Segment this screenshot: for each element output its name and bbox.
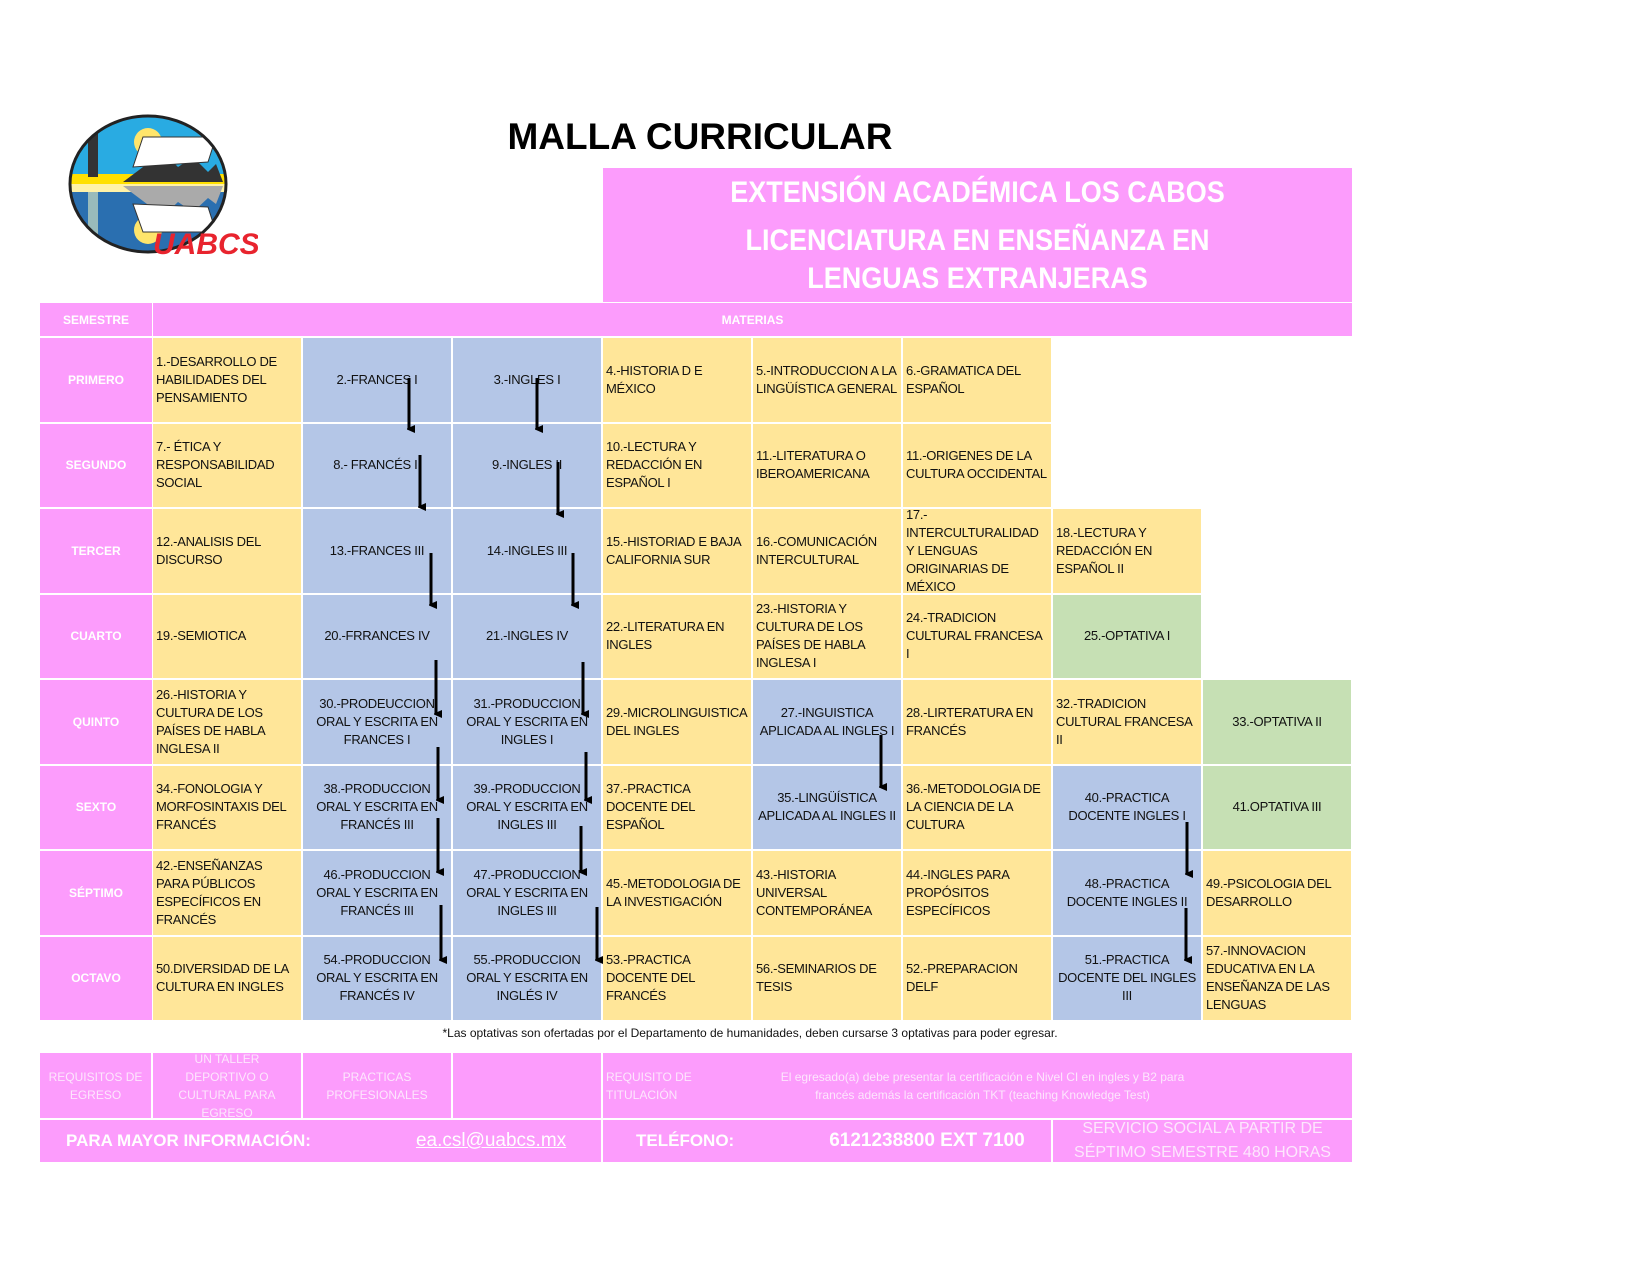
subject-cell: 23.-HISTORIA Y CULTURA DE LOS PAÍSES DE … [753, 594, 901, 678]
phone-cell: TELÉFONO: 6121238800 EXT 7100 [603, 1120, 1053, 1162]
uabcs-logo: UABCS [68, 114, 258, 261]
subject-cell: 17.-INTERCULTURALIDAD Y LENGUAS ORIGINAR… [903, 507, 1051, 594]
subject-cell: 3.-INGLES I [453, 338, 601, 422]
program-title: LICENCIATURA EN ENSEÑANZA EN LENGUAS EXT… [745, 224, 1210, 295]
info-label: PARA MAYOR INFORMACIÓN: [66, 1131, 311, 1150]
semester-label: SEGUNDO [40, 423, 152, 507]
requisito-titulacion-text: El egresado(a) debe presentar la certifi… [753, 1053, 1352, 1118]
subject-cell: 1.-DESARROLLO DE HABILIDADES DEL PENSAMI… [153, 338, 301, 422]
subject-cell: 42.-ENSEÑANZAS PARA PÚBLICOS ESPECÍFICOS… [153, 851, 301, 935]
phone-number: 6121238800 EXT 7100 [829, 1130, 1025, 1151]
subject-cell: 47.-PRODUCCION ORAL Y ESCRITA EN INGLES … [453, 851, 601, 935]
subject-cell: 2.-FRANCES I [303, 338, 451, 422]
subject-cell: 30.-PRODEUCCION ORAL Y ESCRITA EN FRANCE… [303, 680, 451, 764]
campus-title: EXTENSIÓN ACADÉMICA LOS CABOS [730, 176, 1225, 209]
optativas-note: *Las optativas son ofertadas por el Depa… [442, 1026, 1058, 1040]
requisito-practicas: PRACTICAS PROFESIONALES [303, 1053, 453, 1118]
subject-cell: 20.-FRRANCES IV [303, 594, 451, 678]
subject-cell: 27.-INGUISTICA APLICADA AL INGLES I [753, 680, 901, 764]
subject-cell: 46.-PRODUCCION ORAL Y ESCRITA EN FRANCÉS… [303, 851, 451, 935]
subject-cell: 41.OPTATIVA III [1203, 765, 1351, 849]
servicio-social: SERVICIO SOCIAL A PARTIR DE SÉPTIMO SEME… [1053, 1120, 1352, 1162]
requisito-empty [453, 1053, 603, 1118]
subject-cell: 19.-SEMIOTICA [153, 594, 301, 678]
semester-label: TERCER [40, 509, 152, 593]
subject-cell: 24.-TRADICION CULTURAL FRANCESA I [903, 594, 1051, 678]
subject-cell: 55.-PRODUCCION ORAL Y ESCRITA EN INGLÉS … [453, 936, 601, 1020]
subject-cell: 21.-INGLES IV [453, 594, 601, 678]
subject-cell: 52.-PREPARACION DELF [903, 936, 1051, 1020]
email-link[interactable]: ea.csl@uabcs.mx [415, 1130, 567, 1151]
semester-label: QUINTO [40, 680, 152, 764]
subject-cell: 56.-SEMINARIOS DE TESIS [753, 936, 901, 1020]
subject-cell: 28.-LIRTERATURA EN FRANCÉS [903, 680, 1051, 764]
semester-label: CUARTO [40, 594, 152, 678]
subject-cell: 16.-COMUNICACIÓN INTERCULTURAL [753, 509, 901, 593]
subject-cell: 15.-HISTORIAD E BAJA CALIFORNIA SUR [603, 509, 751, 593]
subject-cell: 34.-FONOLOGIA Y MORFOSINTAXIS DEL FRANCÉ… [153, 765, 301, 849]
subject-cell: 35.-LINGÜÍSTICA APLICADA AL INGLES II [753, 765, 901, 849]
subject-cell: 18.-LECTURA Y REDACCIÓN EN ESPAÑOL II [1053, 509, 1201, 593]
empty-cell [1053, 338, 1201, 422]
subject-cell: 14.-INGLES III [453, 509, 601, 593]
subject-cell: 26.-HISTORIA Y CULTURA DE LOS PAÍSES DE … [153, 680, 301, 764]
subject-cell: 36.-METODOLOGIA DE LA CIENCIA DE LA CULT… [903, 765, 1051, 849]
subject-cell: 48.-PRACTICA DOCENTE INGLES II [1053, 851, 1201, 935]
header-materias: MATERIAS [153, 303, 1352, 336]
requisito-taller: UN TALLER DEPORTIVO O CULTURAL PARA EGRE… [153, 1052, 303, 1120]
subject-cell: 29.-MICROLINGUISTICA DEL INGLES [603, 680, 751, 764]
empty-cell [1203, 509, 1351, 593]
subject-cell: 6.-GRAMATICA DEL ESPAÑOL [903, 338, 1051, 422]
page-title: MALLA CURRICULAR [507, 116, 893, 157]
subject-cell: 39.-PRODUCCION ORAL Y ESCRITA EN INGLES … [453, 765, 601, 849]
subject-cell: 57.-INNOVACION EDUCATIVA EN LA ENSEÑANZA… [1203, 936, 1351, 1020]
requisitos-egreso-label: REQUISITOS DE EGRESO [40, 1053, 153, 1118]
empty-cell [1053, 424, 1201, 508]
semester-label: PRIMERO [40, 338, 152, 422]
subject-cell: 33.-OPTATIVA II [1203, 680, 1351, 764]
subject-cell: 4.-HISTORIA D E MÉXICO [603, 338, 751, 422]
subject-cell: 22.-LITERATURA EN INGLES [603, 594, 751, 678]
empty-cell [1203, 595, 1351, 679]
subject-cell: 43.-HISTORIA UNIVERSAL CONTEMPORÁNEA [753, 851, 901, 935]
info-cell: PARA MAYOR INFORMACIÓN: ea.csl@uabcs.mx [40, 1120, 603, 1162]
subject-cell: 44.-INGLES PARA PROPÓSITOS ESPECÍFICOS [903, 851, 1051, 935]
semester-label: SEXTO [40, 765, 152, 849]
subject-cell: 51.-PRACTICA DOCENTE DEL INGLES III [1053, 936, 1201, 1020]
subject-cell: 25.-OPTATIVA I [1053, 594, 1201, 678]
subject-cell: 5.-INTRODUCCION A LA LINGÜÍSTICA GENERAL [753, 338, 901, 422]
subject-cell: 40.-PRACTICA DOCENTE INGLES I [1053, 765, 1201, 849]
subject-cell: 53.-PRACTICA DOCENTE DEL FRANCÉS [603, 936, 751, 1020]
subject-cell: 37.-PRACTICA DOCENTE DEL ESPAÑOL [603, 765, 751, 849]
subject-cell: 11.-ORIGENES DE LA CULTURA OCCIDENTAL [903, 423, 1051, 507]
subject-cell: 11.-LITERATURA O IBEROAMERICANA [753, 423, 901, 507]
subject-cell: 50.DIVERSIDAD DE LA CULTURA EN INGLES [153, 936, 301, 1020]
semester-label: OCTAVO [40, 936, 152, 1020]
program-banner: EXTENSIÓN ACADÉMICA LOS CABOS LICENCIATU… [603, 168, 1352, 302]
empty-cell [1203, 338, 1351, 422]
subject-cell: 54.-PRODUCCION ORAL Y ESCRITA EN FRANCÉS… [303, 936, 451, 1020]
subject-cell: 49.-PSICOLOGIA DEL DESARROLLO [1203, 851, 1351, 935]
empty-cell [1203, 424, 1351, 508]
subject-cell: 7.- ÉTICA Y RESPONSABILIDAD SOCIAL [153, 423, 301, 507]
subject-cell: 38.-PRODUCCION ORAL Y ESCRITA EN FRANCÉS… [303, 765, 451, 849]
phone-label: TELÉFONO: [636, 1131, 735, 1150]
requisito-titulacion-label: REQUISITO DE TITULACIÓN [603, 1053, 753, 1118]
semester-label: SÉPTIMO [40, 851, 152, 935]
subject-cell: 31.-PRODUCCION ORAL Y ESCRITA EN INGLES … [453, 680, 601, 764]
svg-text:UABCS: UABCS [153, 228, 258, 261]
subject-cell: 45.-METODOLOGIA DE LA INVESTIGACIÓN [603, 851, 751, 935]
subject-cell: 9.-INGLES II [453, 423, 601, 507]
subject-cell: 8.- FRANCÉS II [303, 423, 451, 507]
header-semestre: SEMESTRE [40, 303, 152, 336]
subject-cell: 32.-TRADICION CULTURAL FRANCESA II [1053, 680, 1201, 764]
subject-cell: 13.-FRANCES III [303, 509, 451, 593]
subject-cell: 12.-ANALISIS DEL DISCURSO [153, 509, 301, 593]
subject-cell: 10.-LECTURA Y REDACCIÓN EN ESPAÑOL I [603, 423, 751, 507]
